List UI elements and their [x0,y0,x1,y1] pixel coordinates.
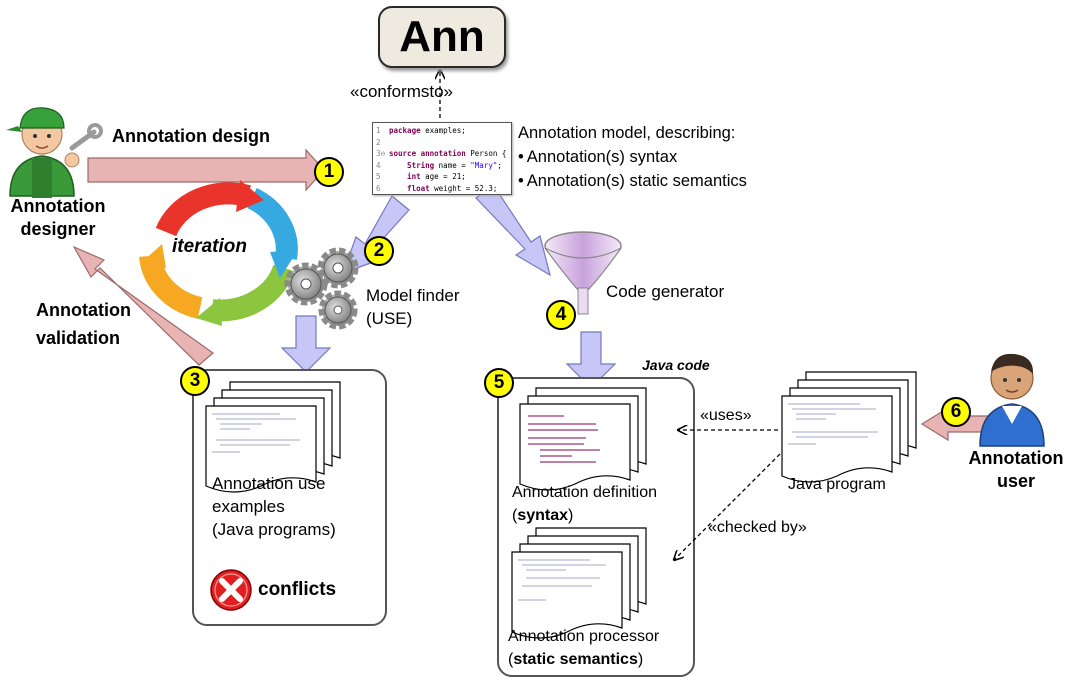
use-examples-doc-stack [205,381,341,493]
annotation-validation-arrow [72,245,214,366]
model-finder-label-line1: Model finder [366,286,460,305]
java-program-label: Java program [788,476,886,493]
definition-label-line1: Annotation definition [512,484,657,501]
user-avatar-icon [979,353,1045,447]
model-desc-bullet-semantics: Annotation(s) static semantics [518,172,747,191]
code-line: 4 String name = "Mary"; [376,160,502,170]
code-line: 3⊖source annotation Person { [376,149,507,158]
annotation-design-label: Annotation design [112,126,270,146]
use-examples-label-line2: examples [212,497,285,516]
conflict-icon [210,569,252,611]
step-badge-5: 5 [484,368,514,398]
ann-title-box: Ann [378,6,506,68]
definition-doc-stack [519,387,647,491]
step-badge-2: 2 [364,236,394,266]
user-label-line1: Annotation [968,448,1064,468]
designer-avatar-icon [6,107,103,198]
definition-label-line2: (syntax) [512,507,574,524]
annotation-design-arrow [87,148,325,192]
code-line: 2 [376,137,381,147]
model-desc-heading: Annotation model, describing: [518,124,736,142]
step-badge-3: 3 [180,366,210,396]
step-badge-4: 4 [546,300,576,330]
code-line: 7 [373,194,511,195]
iteration-label: iteration [172,236,247,257]
generator-to-java-arrow [565,331,617,389]
model-desc-bullet-syntax: Annotation(s) syntax [518,148,677,167]
finder-to-examples-arrow [280,315,332,373]
use-examples-label-line3: (Java programs) [212,520,336,539]
model-to-finder-arrow [342,195,410,274]
java-program-doc-stack [781,371,917,483]
designer-label-line1: Annotation [10,196,106,216]
conflicts-label: conflicts [258,579,337,600]
annotation-validation-label-line2: validation [36,328,121,348]
conformsto-label: «conformsto» [350,82,453,101]
gears-icon [284,247,359,330]
processor-label-line1: Annotation processor [508,628,660,645]
processor-doc-stack [511,527,647,639]
processor-label-line2: (static semantics) [508,651,644,668]
funnel-icon [544,231,622,315]
java-code-label: Java code [642,357,710,373]
checked-by-label: «checked by» [708,519,807,536]
code-line: 6 float weight = 52.3; [376,183,498,193]
designer-label-line2: designer [20,219,96,239]
checked-by-arrow [674,453,781,560]
annotation-validation-label-line1: Annotation [36,300,131,320]
code-line: 5 int age = 21; [376,172,466,181]
step-badge-1: 1 [314,157,344,187]
user-label-line2: user [996,471,1036,491]
model-finder-label-line2: (USE) [366,309,413,328]
use-examples-label-line1: Annotation use [212,474,326,493]
code-generator-label: Code generator [606,282,725,301]
uses-label: «uses» [700,407,752,424]
step-badge-6: 6 [941,397,971,427]
model-to-generator-arrow [475,185,551,277]
